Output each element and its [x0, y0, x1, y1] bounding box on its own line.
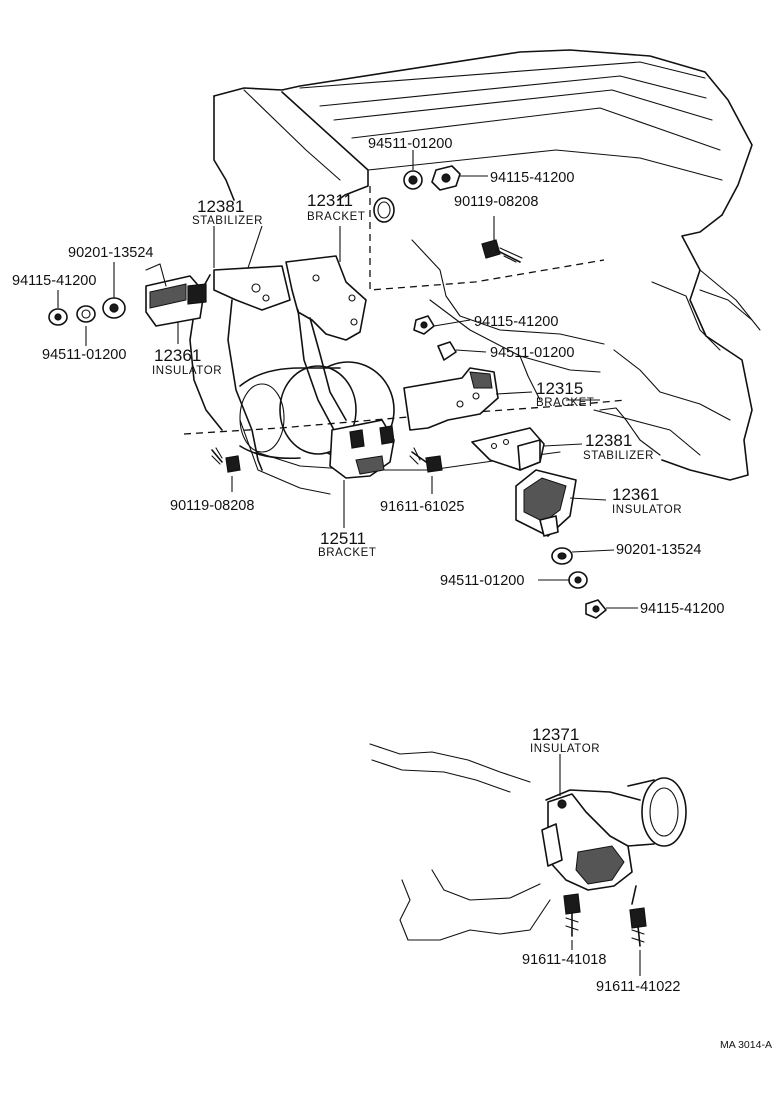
right-mount-assembly: [211, 315, 607, 619]
callout-94511-left: 94511-01200: [42, 347, 126, 363]
callout-12361-left: 12361: [154, 346, 201, 365]
callout-91611-41022: 91611-41022: [596, 979, 680, 995]
transmission-rear-mount: [369, 743, 687, 947]
label-bracket-12315: BRACKET: [536, 397, 595, 409]
callout-12311: 12311: [307, 191, 353, 210]
label-bracket-12511: BRACKET: [318, 547, 377, 559]
callout-12381-right: 12381: [585, 431, 632, 450]
callout-12371: 12371: [532, 725, 579, 744]
callout-91611-61025: 91611-61025: [380, 499, 464, 515]
callout-90119-right: 90119-08208: [454, 194, 538, 210]
callout-12315: 12315: [536, 379, 583, 398]
callout-94115-low: 94115-41200: [640, 601, 724, 617]
callout-90119-left: 90119-08208: [170, 498, 254, 514]
label-insulator-right: INSULATOR: [612, 504, 682, 516]
label-stabilizer-right: STABILIZER: [583, 450, 654, 462]
label-bracket-12311: BRACKET: [307, 211, 366, 223]
label-stabilizer-left: STABILIZER: [192, 215, 263, 227]
callout-91611-41018: 91611-41018: [522, 952, 606, 968]
callout-12361-right: 12361: [612, 485, 659, 504]
callout-94511-top: 94511-01200: [368, 136, 452, 152]
part-callouts: 94511-01200 94115-41200 90119-08208 1238…: [12, 136, 772, 1051]
left-mount-assembly: [48, 165, 523, 431]
callout-90201-left: 90201-13524: [68, 245, 153, 261]
leader-lines: [57, 150, 641, 976]
label-insulator-left: INSULATOR: [152, 365, 222, 377]
callout-90201-right: 90201-13524: [616, 542, 701, 558]
callout-94115-mid: 94115-41200: [474, 314, 558, 330]
callout-12511: 12511: [320, 529, 366, 548]
callout-12381-left: 12381: [197, 197, 244, 216]
callout-94511-low: 94511-01200: [440, 573, 524, 589]
callout-94115-left: 94115-41200: [12, 273, 96, 289]
figure-code: MA 3014-A: [720, 1039, 772, 1051]
callout-94115-top: 94115-41200: [490, 170, 574, 186]
label-insulator-12371: INSULATOR: [530, 743, 600, 755]
callout-94511-mid: 94511-01200: [490, 345, 574, 361]
